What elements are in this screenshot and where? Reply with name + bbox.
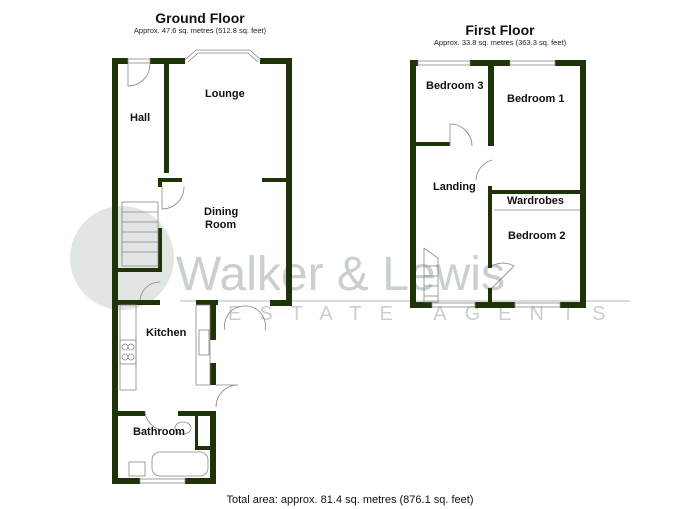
watermark-brand: Walker & Lewis bbox=[176, 248, 505, 301]
hob-icon bbox=[119, 339, 137, 365]
room-hall: Hall bbox=[130, 112, 150, 124]
ground-floor-fixtures bbox=[119, 49, 266, 484]
room-bedroom-3: Bedroom 3 bbox=[426, 80, 483, 92]
room-bathroom: Bathroom bbox=[133, 426, 185, 438]
stairs-icon bbox=[121, 201, 159, 267]
ground-floor-walls bbox=[112, 58, 292, 484]
sink-icon bbox=[198, 329, 210, 356]
ground-floor-title: Ground Floor bbox=[155, 10, 245, 26]
toilet-icon bbox=[174, 421, 192, 435]
first-floor-walls bbox=[410, 60, 586, 308]
room-kitchen: Kitchen bbox=[146, 327, 187, 339]
room-landing: Landing bbox=[433, 181, 476, 193]
first-floor-fixtures bbox=[417, 60, 580, 308]
bedroom3-door-icon bbox=[449, 123, 473, 147]
basin-icon bbox=[128, 461, 146, 477]
bath-icon bbox=[151, 451, 209, 477]
first-floor-area: Approx. 33.8 sq. metres (363.3 sq. feet) bbox=[433, 38, 567, 47]
kitchen-worktop bbox=[195, 304, 211, 386]
room-wardrobes: Wardrobes bbox=[507, 195, 564, 207]
room-bedroom-1: Bedroom 1 bbox=[507, 93, 564, 105]
room-dining-line1: Dining bbox=[204, 206, 238, 218]
room-lounge: Lounge bbox=[205, 88, 245, 100]
stairs-icon bbox=[423, 247, 439, 303]
hall-door-icon bbox=[127, 63, 151, 87]
room-bedroom-2: Bedroom 2 bbox=[508, 230, 565, 242]
ground-floor-area: Approx. 47.6 sq. metres (512.8 sq. feet) bbox=[133, 26, 267, 35]
watermark-tagline: ESTATE AGENTS bbox=[228, 303, 624, 325]
total-area: Total area: approx. 81.4 sq. metres (876… bbox=[226, 494, 474, 506]
room-dining-line2: Room bbox=[205, 219, 236, 231]
first-floor-title: First Floor bbox=[465, 22, 535, 38]
